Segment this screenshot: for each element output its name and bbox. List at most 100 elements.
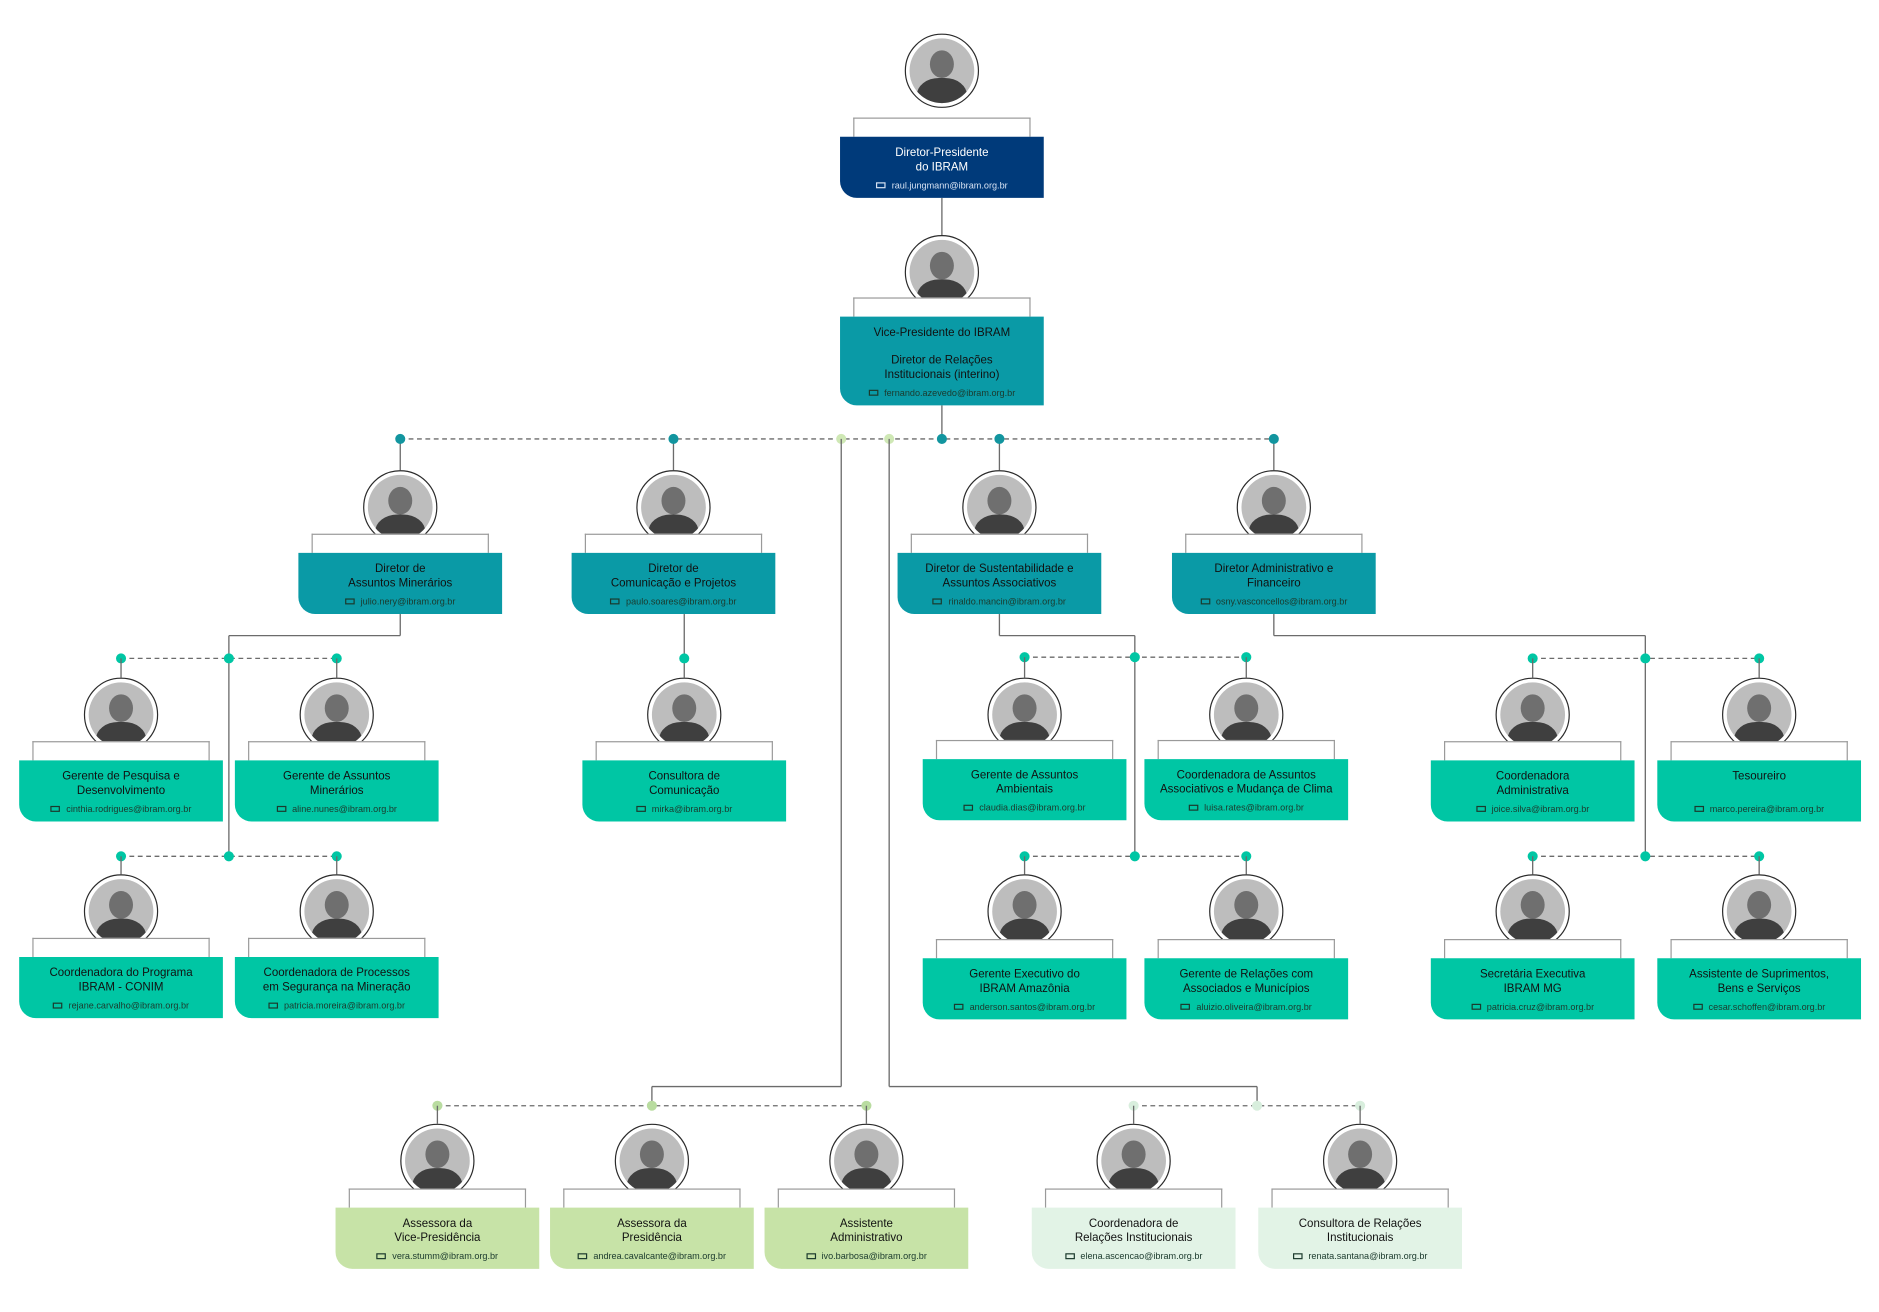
role-card: Vice-Presidente do IBRAM Diretor de Rela… [840,316,1044,406]
role-card: Diretor de Sustentabilidade e Assuntos A… [897,552,1102,615]
role-card: Gerente de Relações com Associados e Mun… [1144,958,1349,1020]
email-link[interactable]: patricia.moreira@ibram.org.br [235,1000,439,1011]
role-card: Secretária Executiva IBRAM MG patricia.cr… [1430,958,1635,1020]
mail-icon [868,389,879,396]
person-name [248,741,426,761]
person-name [311,533,489,553]
role-title: Secretária Executiva IBRAM MG [1479,967,1586,995]
connector-dot [223,653,234,664]
email-link[interactable]: patricia.cruz@ibram.org.br [1431,1001,1635,1012]
email-link[interactable]: luisa.rates@ibram.org.br [1144,802,1348,813]
person-photo [987,874,1062,949]
email-link[interactable]: renata.santana@ibram.org.br [1258,1251,1462,1262]
email-text: paulo.soares@ibram.org.br [626,596,737,607]
person-photo [1495,677,1570,752]
person-name [1670,939,1848,959]
person-name [32,937,210,958]
person-name [595,741,773,761]
email-text: osny.vasconcellos@ibram.org.br [1215,596,1348,607]
person-photo [829,1123,904,1199]
role-title: Assessora da Presidência [617,1217,687,1245]
mail-icon [1180,1003,1191,1010]
email-link[interactable]: osny.vasconcellos@ibram.org.br [1172,596,1376,607]
connector-dot [1252,1100,1263,1111]
email-link[interactable]: aline.nunes@ibram.org.br [235,804,439,814]
connector-dot [836,433,847,444]
role-title: Gerente de Pesquisa e Desenvolvimento [62,769,180,797]
role-card: Coordenadora do Programa IBRAM - CONIM re… [19,957,223,1019]
person-name [853,297,1031,317]
email-link[interactable]: aluizio.oliveira@ibram.org.br [1144,1001,1348,1012]
email-link[interactable]: marco.pereira@ibram.org.br [1657,804,1861,814]
person-photo [1096,1123,1171,1199]
email-text: luisa.rates@ibram.org.br [1204,802,1304,814]
email-link[interactable]: andrea.cavalcante@ibram.org.br [550,1251,754,1262]
mail-icon [50,805,61,812]
mail-icon [932,597,943,604]
mail-icon [1064,1252,1075,1259]
person-name [910,533,1089,553]
email-text: andrea.cavalcante@ibram.org.br [593,1250,727,1262]
mail-icon [1694,805,1704,812]
person-name [348,1188,527,1208]
email-link[interactable]: joice.silva@ibram.org.br [1431,803,1635,815]
email-link[interactable]: rejane.carvalho@ibram.org.br [19,1000,223,1011]
email-link[interactable]: vera.stumm@ibram.org.br [336,1251,540,1262]
email-text: cinthia.rodrigues@ibram.org.br [66,803,192,815]
email-link[interactable]: cesar.schoffen@ibram.org.br [1657,1001,1861,1012]
connector-dot [223,851,234,862]
mail-icon [276,805,287,812]
role-title: Gerente Executivo do IBRAM Amazônia [969,967,1080,995]
email-link[interactable]: ivo.barbosa@ibram.org.br [765,1251,969,1262]
role-card: Gerente de Assuntos Minerários aline.nune… [234,760,439,822]
email-link[interactable]: mirka@ibram.org.br [582,804,786,814]
email-link[interactable]: paulo.soares@ibram.org.br [572,596,776,607]
email-link[interactable]: rinaldo.mancin@ibram.org.br [898,596,1102,607]
person-photo [987,677,1062,752]
person-name [1443,741,1622,761]
email-link[interactable]: elena.ascencao@ibram.org.br [1032,1251,1236,1262]
person-name [1443,939,1622,959]
email-link[interactable]: raul.jungmann@ibram.org.br [840,180,1044,191]
role-title: Gerente de Assuntos Minerários [283,769,391,797]
person-photo [636,470,711,545]
email-link[interactable]: claudia.dias@ibram.org.br [923,802,1127,813]
role-title: Tesoureiro [1732,769,1786,784]
email-link[interactable]: anderson.santos@ibram.org.br [923,1001,1127,1012]
person-name [563,1188,741,1208]
person-photo [1495,874,1570,949]
connector-dot [994,433,1005,444]
email-text: fernando.azevedo@ibram.org.br [884,387,1016,399]
connector-dot [1640,851,1651,862]
person-photo [647,677,722,752]
role-title: Gerente de Assuntos Ambientais [970,768,1079,796]
email-text: julio.nery@ibram.org.br [360,596,456,607]
person-name [1271,1188,1449,1208]
person-name [1157,939,1335,959]
role-title: Diretor-Presidente do IBRAM [895,146,989,174]
email-link[interactable]: fernando.azevedo@ibram.org.br [840,387,1044,398]
email-text: claudia.dias@ibram.org.br [979,802,1086,814]
email-text: rejane.carvalho@ibram.org.br [68,1000,190,1011]
email-link[interactable]: cinthia.rodrigues@ibram.org.br [19,803,223,815]
person-photo [299,677,374,752]
mail-icon [376,1252,387,1259]
person-name [1157,739,1335,760]
connector-dot [884,433,895,444]
mail-icon [345,597,355,604]
email-text: joice.silva@ibram.org.br [1491,803,1590,815]
mail-icon [577,1252,588,1259]
person-name [1044,1188,1223,1208]
role-card: Coordenadora de Processos em Segurança n… [234,957,439,1019]
mail-icon [610,597,621,604]
email-link[interactable]: julio.nery@ibram.org.br [298,596,502,607]
mail-icon [963,804,974,811]
role-card: Tesoureiro marco.pereira@ibram.org.br [1657,760,1862,822]
email-text: raul.jungmann@ibram.org.br [891,179,1008,191]
role-title: Coordenadora do Programa IBRAM - CONIM [49,966,193,994]
mail-icon [953,1003,964,1010]
